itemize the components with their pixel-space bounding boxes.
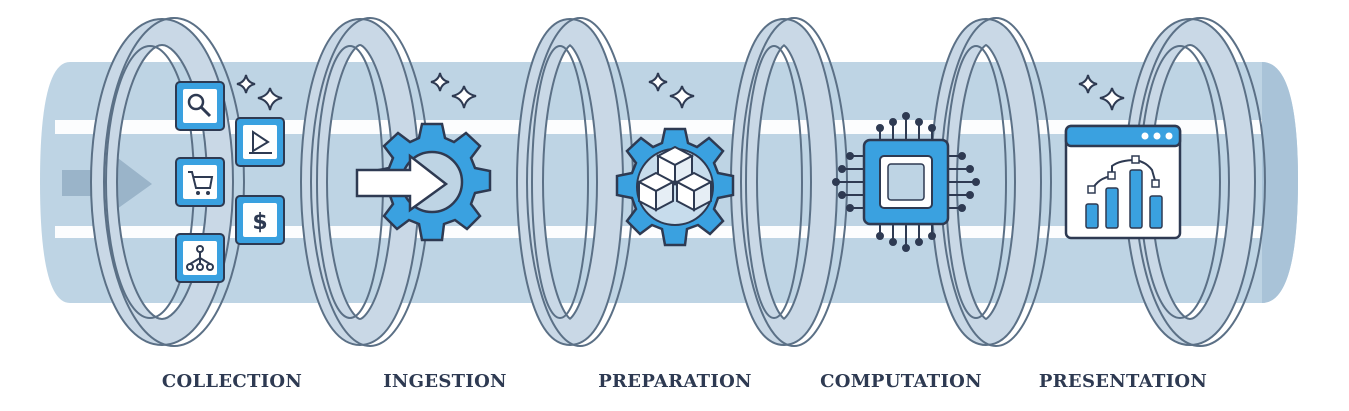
network-icon <box>175 233 225 283</box>
stage-label-collection: COLLECTION <box>161 371 303 392</box>
stage-label-computation: COMPUTATION <box>820 371 982 392</box>
cubes-icon <box>636 145 714 212</box>
search-icon <box>175 81 225 131</box>
stage-label-preparation: PREPARATION <box>598 371 752 392</box>
dollar-glyph: $ <box>252 210 267 235</box>
cart-icon <box>175 157 225 207</box>
ingestion-icons <box>355 72 492 242</box>
arrow-right-icon <box>355 153 449 213</box>
ring-4 <box>730 17 848 347</box>
stage-label-ingestion: INGESTION <box>383 371 507 392</box>
chip-icon <box>832 112 980 252</box>
preparation-icons <box>615 72 735 247</box>
stage-label-presentation: PRESENTATION <box>1038 371 1208 392</box>
dashboard-chart-icon <box>1064 124 1182 240</box>
collection-icons: $ <box>175 74 285 283</box>
presentation-icons <box>1064 74 1182 240</box>
dollar-icon: $ <box>235 195 285 245</box>
play-icon <box>235 117 285 167</box>
